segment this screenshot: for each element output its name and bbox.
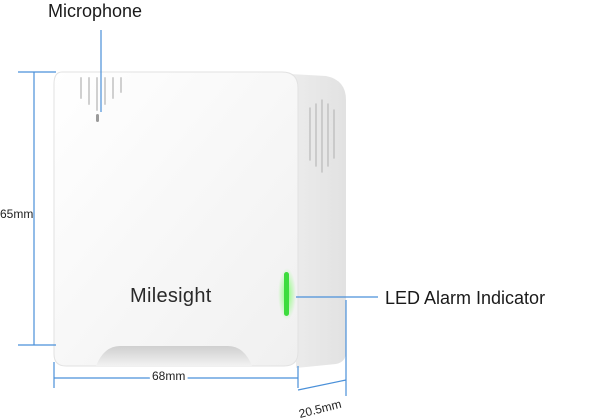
- led-label: LED Alarm Indicator: [385, 288, 545, 308]
- height-dimension: 65mm: [0, 71, 56, 346]
- brand-logo: Milesight: [130, 285, 212, 307]
- device-side-face: [290, 74, 346, 368]
- device-base-recess: [96, 346, 252, 366]
- microphone-hole: [96, 114, 99, 122]
- depth-dimension-label: 20.5mm: [297, 397, 342, 420]
- microphone-label: Microphone: [48, 1, 142, 21]
- width-dimension: 68mm: [53, 362, 299, 388]
- width-dimension-label: 68mm: [152, 369, 185, 383]
- led-alarm-indicator: [284, 272, 289, 316]
- microphone-vents: [80, 77, 122, 111]
- side-vents: [309, 99, 335, 173]
- device-front-face: [53, 71, 299, 367]
- height-dimension-label: 65mm: [0, 207, 33, 221]
